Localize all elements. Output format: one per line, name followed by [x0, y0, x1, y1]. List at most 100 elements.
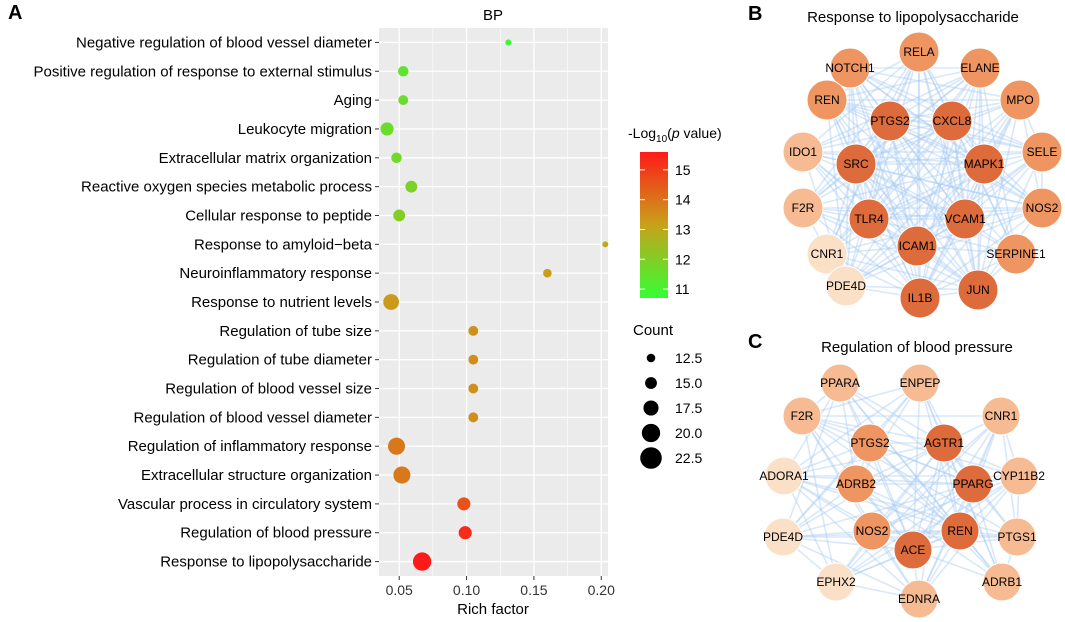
- network-edge: [835, 442, 945, 583]
- network-node-circle: [940, 511, 980, 551]
- network-node-circle: [981, 396, 1021, 436]
- network-node-label: ADRB1: [982, 575, 1022, 589]
- network-node-label: REN: [814, 93, 839, 107]
- network-node: F2R: [782, 396, 822, 436]
- network-node-label: ELANE: [960, 61, 999, 75]
- network-node: ELANE: [959, 47, 1001, 89]
- network-edge: [802, 151, 918, 247]
- network-edge: [783, 475, 914, 551]
- network-edge: [855, 151, 1043, 165]
- network-node: JUN: [957, 269, 999, 311]
- y-tick-label: Cellular response to peptide: [185, 207, 372, 224]
- network-node-label: ADORA1: [759, 469, 809, 483]
- network-node: MAPK1: [963, 143, 1005, 185]
- network-node: NOTCH1: [825, 47, 875, 89]
- network-edge: [889, 120, 1043, 153]
- network-edge: [919, 120, 953, 299]
- network-node-circle: [806, 233, 848, 275]
- network-edge: [916, 120, 953, 247]
- network-node: SELE: [1021, 131, 1063, 173]
- size-legend-dot: [645, 377, 657, 389]
- color-legend-title-italic: p: [671, 125, 680, 141]
- network-edge: [849, 67, 966, 220]
- network-node-circle: [829, 47, 871, 89]
- network-edge: [835, 415, 1002, 583]
- network-node-circle: [944, 198, 986, 240]
- network-edge: [826, 218, 966, 255]
- network-edge: [782, 382, 841, 538]
- network-node-circle: [899, 579, 939, 619]
- network-edge: [868, 120, 953, 220]
- y-tick-label: Vascular process in circulatory system: [118, 496, 372, 513]
- size-legend-dot: [640, 447, 662, 469]
- data-point: [468, 412, 479, 423]
- network-edge: [802, 151, 979, 291]
- network-edge: [868, 151, 1043, 220]
- network-node: IDO1: [782, 131, 824, 173]
- network-node-label: TLR4: [854, 212, 884, 226]
- network-node-label: ADRB2: [836, 477, 876, 491]
- network-node-circle: [1021, 187, 1063, 229]
- network-node-label: CNR1: [811, 247, 844, 261]
- network-node-label: PTGS2: [850, 436, 890, 450]
- network-node-circle: [953, 464, 993, 504]
- dotplot: Negative regulation of blood vessel diam…: [33, 28, 615, 598]
- data-point: [543, 268, 552, 278]
- network-node-circle: [852, 511, 892, 551]
- network-edge: [912, 382, 921, 551]
- data-points: [380, 39, 609, 571]
- network-node-label: ACE: [901, 543, 926, 557]
- network-edge: [849, 67, 870, 220]
- network-edge: [869, 442, 1003, 583]
- network-node: PDE4D: [763, 517, 803, 557]
- network-node-label: F2R: [792, 201, 815, 215]
- size-legend-dot: [643, 400, 659, 416]
- network-node-circle: [995, 233, 1037, 275]
- network-node-label: NOS2: [856, 524, 889, 538]
- y-tick-label: Response to nutrient levels: [191, 294, 372, 311]
- network-node-label: ICAM1: [899, 239, 936, 253]
- network-edge: [855, 163, 1043, 209]
- network-node-circle: [900, 363, 940, 403]
- network-edge: [802, 207, 979, 291]
- network-node-label: MAPK1: [964, 157, 1005, 171]
- y-tick-label: Regulation of tube size: [219, 323, 372, 340]
- network-edge: [919, 207, 1043, 299]
- network-node: VCAM1: [944, 198, 986, 240]
- color-tick-label: 11: [675, 281, 690, 297]
- network-node-circle: [997, 517, 1037, 557]
- network-edge: [977, 99, 1021, 291]
- network-node-circle: [898, 31, 940, 73]
- network-node: NOS2: [1021, 187, 1063, 229]
- size-legend-dot: [646, 353, 656, 363]
- network-edge: [868, 99, 1021, 220]
- network-node-label: CXCL8: [933, 114, 972, 128]
- network-edge: [783, 475, 974, 485]
- network-edge: [889, 120, 918, 247]
- network-node-circle: [957, 269, 999, 311]
- network-node-circle: [848, 198, 890, 240]
- network-node-label: VCAM1: [944, 212, 986, 226]
- network-edge: [871, 415, 1002, 532]
- network-edge: [889, 120, 1017, 255]
- panel-letter-c: C: [748, 331, 762, 353]
- size-legend-label: 20.0: [675, 425, 702, 441]
- network-node: REN: [806, 79, 848, 121]
- network-edge: [845, 99, 1021, 287]
- network-edge: [868, 163, 985, 220]
- network-node-circle: [982, 562, 1022, 602]
- network-edge: [801, 415, 961, 532]
- network-node: F2R: [782, 187, 824, 229]
- network-node: ADRB1: [982, 562, 1022, 602]
- y-tick-label: Aging: [334, 92, 372, 109]
- size-legend-label: 22.5: [675, 450, 702, 466]
- network-node: EPHX2: [816, 562, 856, 602]
- network-node: CNR1: [806, 233, 848, 275]
- network-edge: [783, 475, 961, 532]
- data-point: [602, 241, 609, 248]
- network-edge: [871, 475, 1020, 532]
- y-tick-label: Regulation of blood vessel size: [165, 381, 372, 398]
- network-edge: [977, 151, 1043, 291]
- network-edge: [845, 120, 953, 287]
- network-edge: [802, 151, 966, 220]
